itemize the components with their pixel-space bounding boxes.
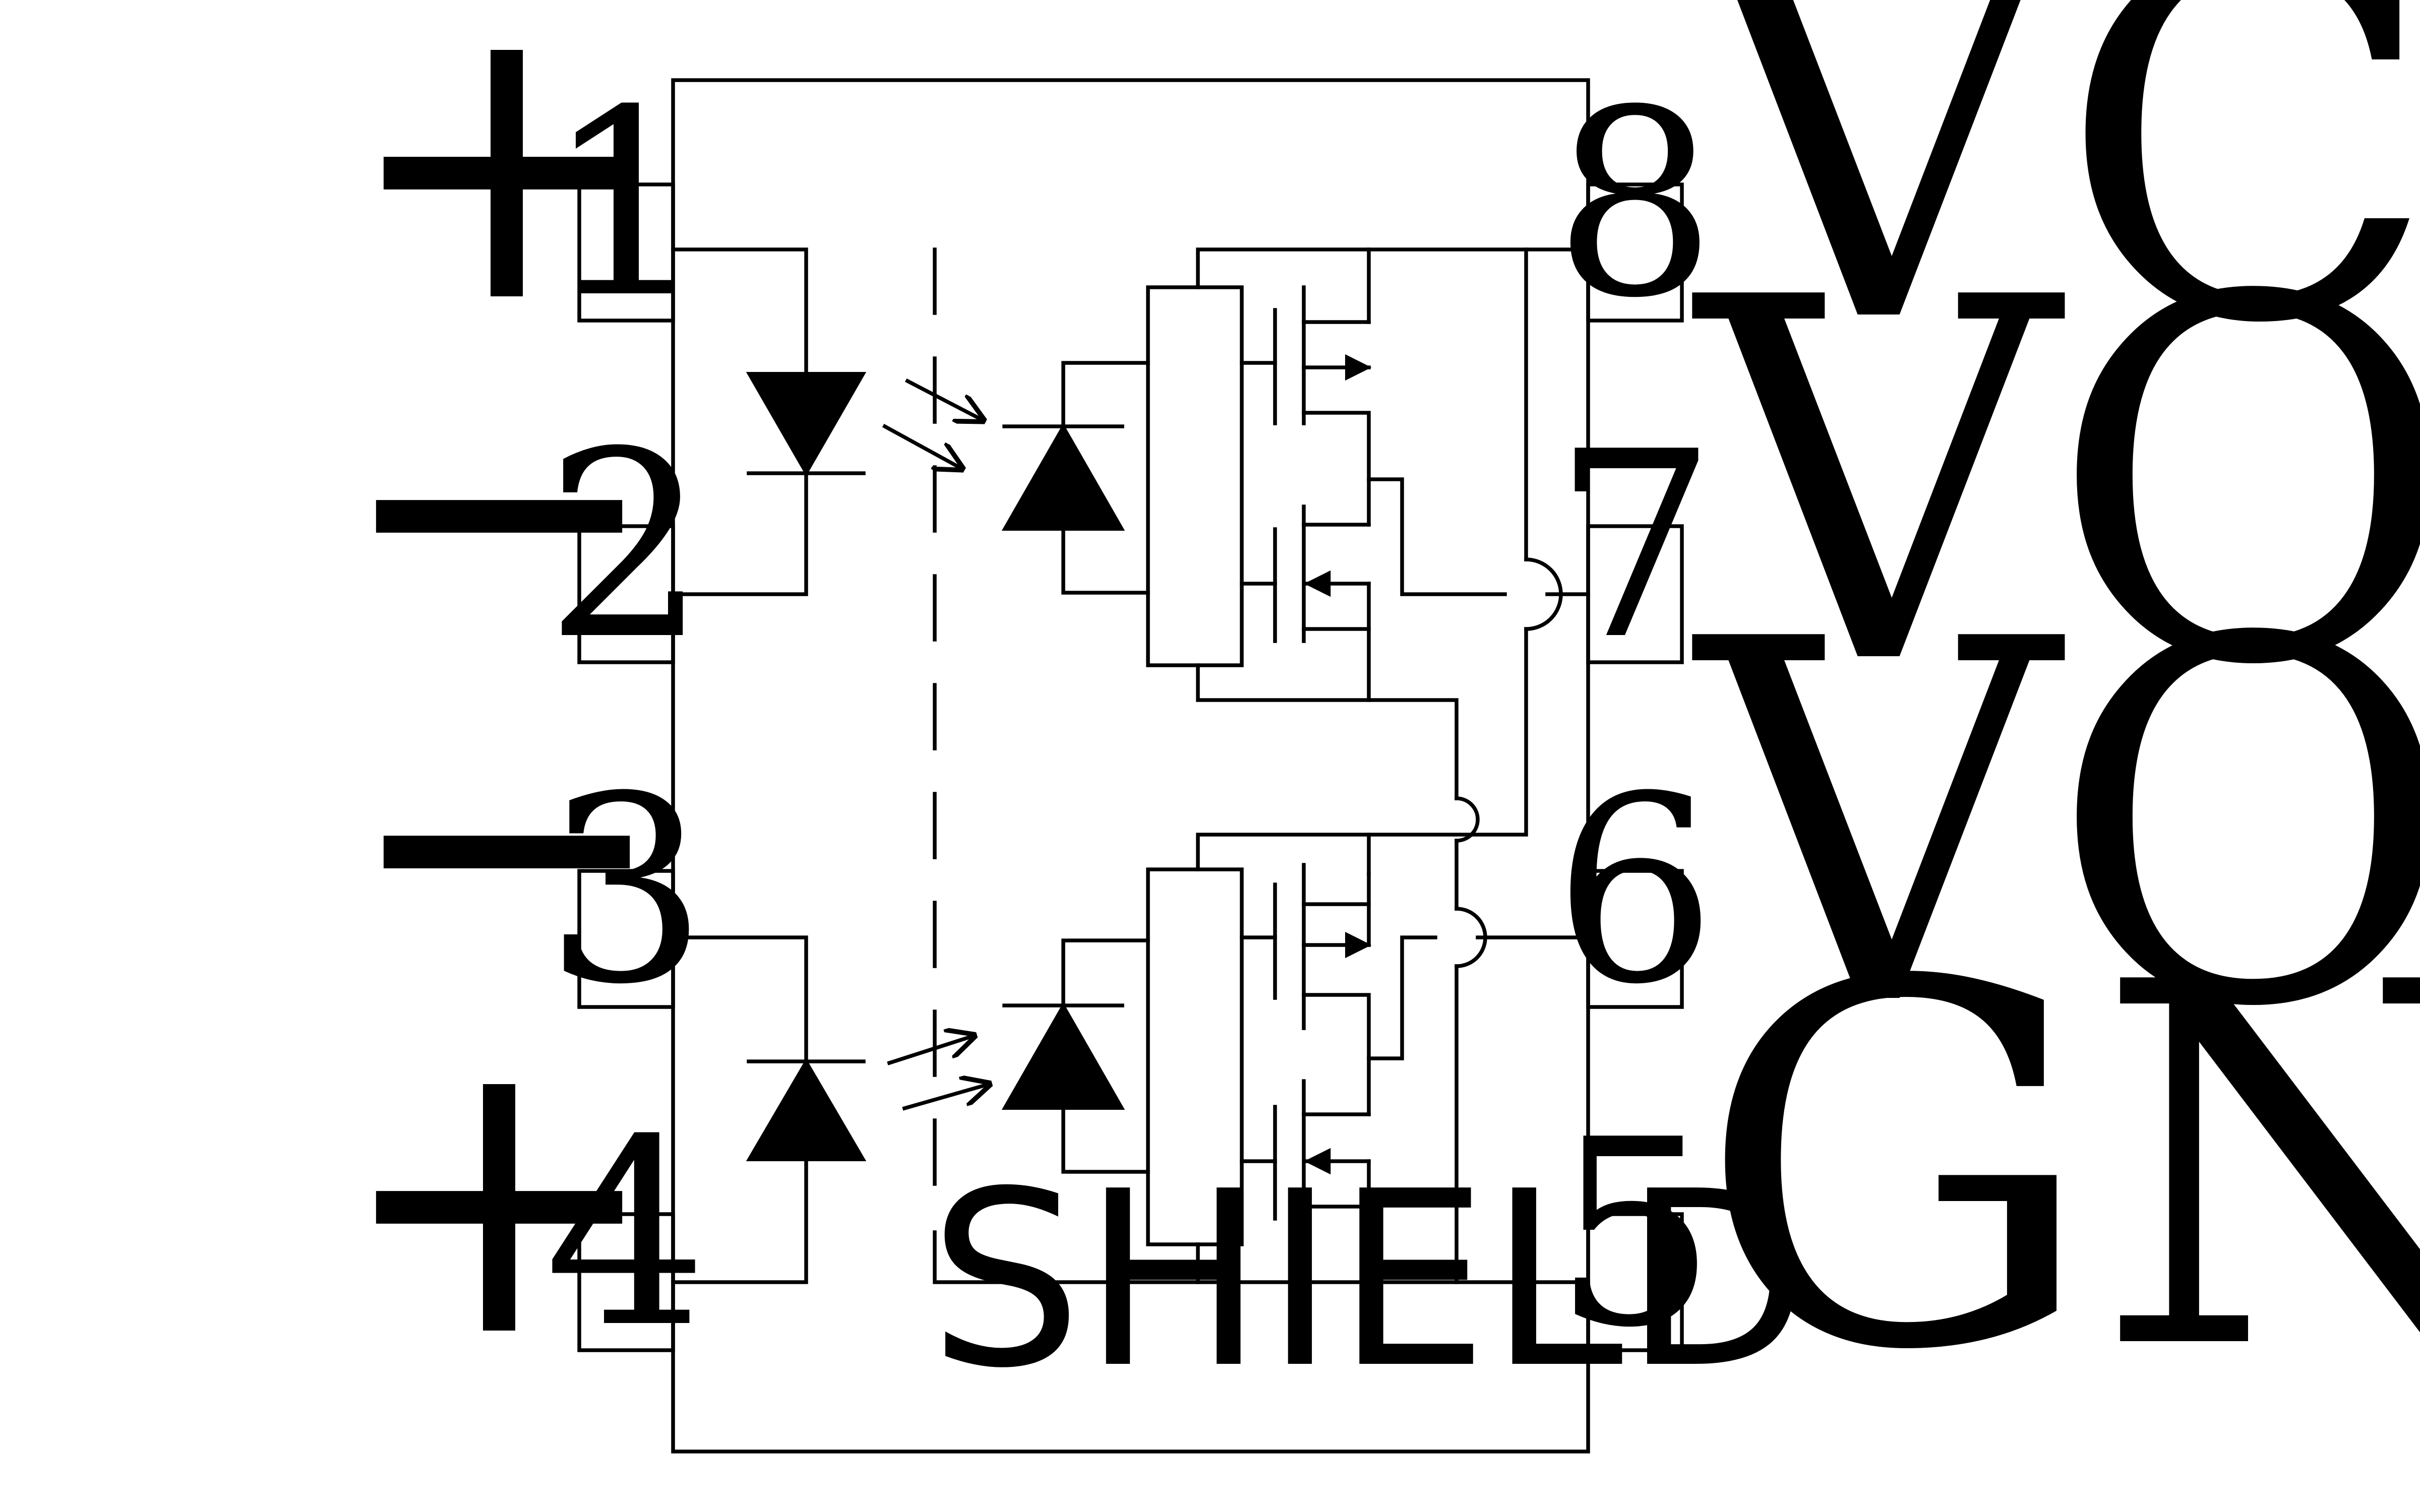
package-body — [671, 78, 1590, 1454]
pin-4-number: 4 — [544, 1085, 708, 1384]
pin-7-number: 7 — [1553, 397, 1717, 696]
pin-4-polarity: + — [334, 966, 664, 1423]
pin-1-polarity: + — [342, 0, 672, 389]
pin-3-number: 3 — [544, 742, 708, 1041]
shield-label: SHIELD — [929, 1140, 1810, 1421]
pin-1-number: 1 — [544, 55, 708, 354]
vo2-wire — [1367, 935, 1437, 1060]
vcc-label: VCC — [1689, 0, 2420, 432]
vcc-rail — [1196, 247, 1590, 289]
photodiode-1 — [1001, 423, 1125, 531]
pin-8-box — [1586, 182, 1684, 323]
pin-6-number: 6 — [1553, 742, 1717, 1041]
gnd-label: GND — [1697, 878, 2420, 1459]
pin-3-polarity: − — [342, 610, 672, 1068]
light-arrow-1a — [904, 378, 983, 420]
light-arrow-1b — [882, 423, 962, 469]
input-led-1 — [746, 372, 867, 477]
amplifier-block-2 — [1146, 867, 1244, 1246]
pin-2-number: 2 — [544, 397, 708, 696]
light-arrow-2b — [902, 1084, 989, 1111]
photodiode-2 — [1001, 1002, 1125, 1110]
amplifier-block-1 — [1146, 285, 1244, 667]
pin-8-number: 8 — [1553, 55, 1717, 354]
pin-5-number: 5 — [1553, 1085, 1717, 1384]
led2-wire — [671, 935, 808, 1063]
vo2-label: VO2 — [1689, 535, 2420, 1116]
led1-wire — [671, 247, 808, 375]
light-arrow-2a — [887, 1036, 974, 1065]
pin-2-polarity: − — [334, 275, 664, 732]
vo1-wire — [1367, 477, 1507, 596]
pin-1-box — [577, 182, 675, 323]
input-led-2 — [746, 1058, 867, 1161]
vo1-label: VO1 — [1689, 194, 2420, 774]
